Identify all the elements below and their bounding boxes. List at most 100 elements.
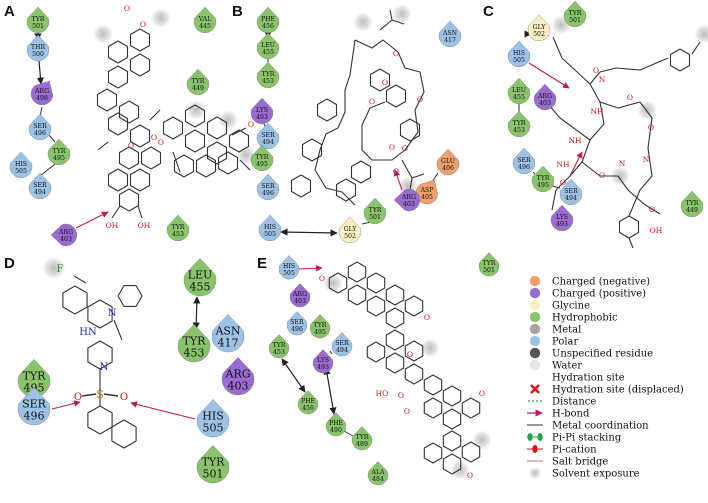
residue-name: SER [22, 397, 47, 410]
residue-shape [258, 214, 282, 242]
panel-label-e: E [257, 255, 268, 272]
legend-item: Glycine [529, 299, 590, 312]
residue-name: SER [33, 123, 47, 130]
bond-path [385, 284, 405, 306]
atom-label: NH [568, 136, 582, 145]
residue-shape [297, 390, 319, 415]
residue-number: 453 [513, 127, 525, 134]
residue-shape [177, 324, 211, 363]
solvent-exposure-halo [419, 337, 441, 359]
legend-item: Charged (negative) [529, 275, 650, 288]
atom-label: O [369, 97, 375, 106]
residue-name: TYR [314, 322, 327, 329]
residue-name: ARG [537, 93, 552, 100]
solvent-exposure-halo [322, 272, 344, 294]
bond-path [335, 178, 357, 202]
atom-label: O [407, 350, 413, 359]
residue-number: 456 [302, 405, 314, 412]
residue-name: TYR [537, 175, 550, 182]
bond-path [228, 129, 250, 153]
residue-name: SER [261, 132, 275, 139]
residue-shape [278, 255, 300, 280]
residue-number: 403 [294, 298, 306, 305]
residue-number: 495 [53, 155, 65, 162]
bond-path [366, 295, 386, 317]
atom-label: F [57, 264, 64, 275]
bond-path [195, 154, 217, 178]
legend-item: Solvent exposure [528, 466, 640, 480]
panel-label-a: A [4, 3, 15, 20]
residue-number: 496 [518, 164, 530, 171]
atom-label: O [124, 4, 130, 13]
residue-shape [309, 314, 331, 339]
residue-shape [331, 332, 353, 357]
residue-name: ARG [34, 88, 49, 95]
residue-number: 449 [192, 85, 204, 92]
bond-path [107, 112, 129, 136]
atom-label: O [140, 20, 146, 29]
residue-shape [50, 223, 78, 247]
residue-name: ALA [370, 469, 385, 476]
bond-path [62, 285, 88, 315]
solvent-exposure-icon [528, 466, 542, 480]
residue-name: LYS [556, 214, 568, 221]
bond-path [628, 41, 701, 249]
legend-label: Distance [552, 397, 596, 408]
residue-link [329, 350, 333, 355]
bond-path [404, 340, 424, 362]
h-bond-line [75, 211, 109, 229]
residue-name: SER [335, 340, 349, 347]
residue-shape [312, 349, 334, 374]
panel-label-d: D [4, 255, 15, 272]
legend-item: Charged (positive) [529, 287, 646, 300]
residue-number: 496 [291, 326, 303, 333]
solvent-exposure-halo [352, 11, 374, 33]
bond-path [385, 307, 405, 329]
backbone-link [192, 296, 201, 330]
bond-path [385, 84, 407, 108]
bond-path [129, 124, 151, 148]
legend-label: Pi-cation [552, 445, 597, 456]
atom-label: N [619, 159, 626, 168]
residue-number: 505 [283, 270, 295, 277]
bond-path [129, 168, 151, 192]
residue-name: ARG [224, 367, 250, 380]
residue-name: PHE [301, 398, 316, 405]
residue-number: 490 [330, 427, 342, 434]
bond-path [217, 151, 239, 175]
panel-label-c: C [483, 3, 494, 20]
legend-label: Hydrophobic [552, 313, 618, 324]
residue-number: 505 [15, 168, 27, 175]
residue-shape [351, 426, 373, 451]
residue-name: GLY [344, 226, 358, 233]
residue-shape [183, 258, 217, 297]
legend-swatch [529, 287, 541, 299]
h-bond-line [393, 169, 403, 191]
bond-path [206, 116, 228, 140]
residue-number: 455 [513, 94, 525, 101]
atom-label: O [593, 66, 599, 75]
bond-path [107, 65, 129, 89]
bond-path [96, 88, 118, 112]
atom-label: O [393, 167, 399, 176]
atom-label: O [398, 391, 404, 400]
bond-path [107, 40, 129, 64]
residue-number: 453 [273, 349, 285, 356]
h-bond-line [298, 264, 323, 272]
atom-label: OH [138, 221, 151, 230]
legend-item: Metal coordination [527, 421, 649, 432]
atom-label: O [248, 120, 254, 129]
